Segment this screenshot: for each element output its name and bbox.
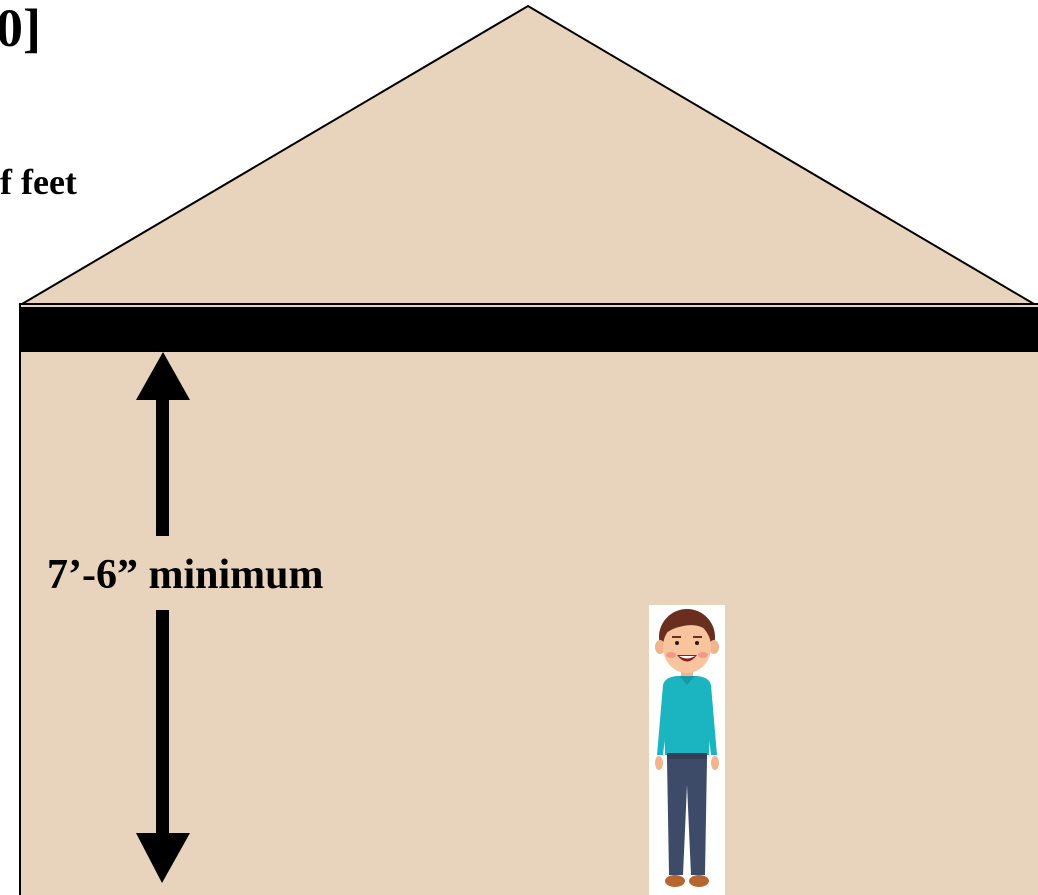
wall-body xyxy=(19,303,1038,895)
roof-gable xyxy=(18,4,1038,305)
arrow-down-icon xyxy=(136,610,190,883)
ceiling-beam xyxy=(20,307,1038,352)
dimension-label: 7’-6” minimum xyxy=(47,552,324,598)
person-standing-icon xyxy=(649,605,725,895)
title-fragment: 0] xyxy=(0,0,41,58)
subtitle-fragment: f feet xyxy=(0,162,77,202)
arrow-up-icon xyxy=(136,352,190,536)
